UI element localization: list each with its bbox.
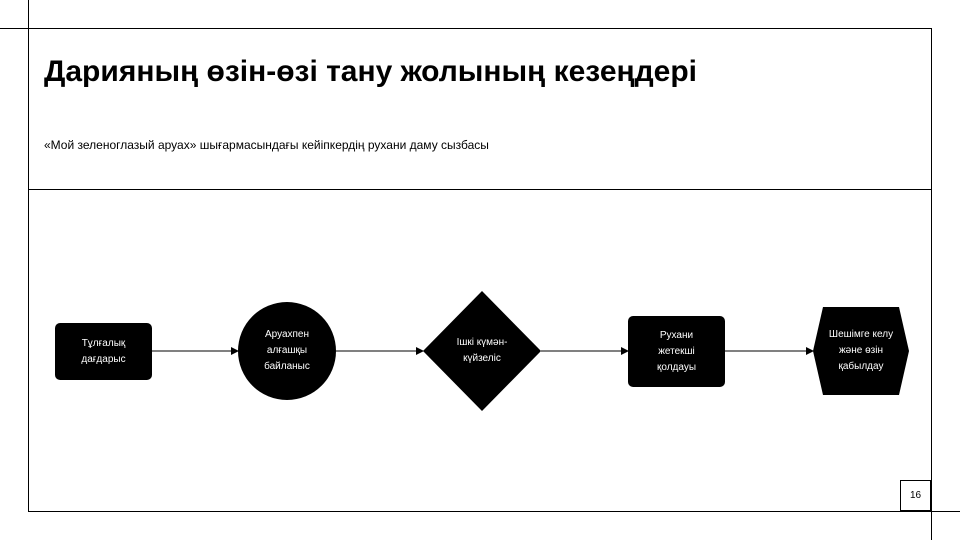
top-frame-line [0,28,931,29]
right-frame-line [931,28,932,540]
flow-node-5-label: Шешімге келу және өзін қабылдау [828,329,894,372]
slide-subtitle: «Мой зеленоглазый аруах» шығармасындағы … [44,138,489,152]
left-frame-line [28,0,29,512]
slide-title: Дарияның өзін-өзі тану жолының кезеңдері [44,55,698,88]
flow-node-5-hexagon [813,307,909,395]
flow-node-2-circle [238,302,336,400]
header-divider-line [28,189,931,190]
flow-node-1-label: Тұлғалық дағдарыс [81,337,126,365]
page-number: 16 [909,490,922,501]
flow-node-4-rounded-rectangle [628,316,725,387]
page-number-box: 16 [900,480,931,511]
flow-nodes [55,291,909,411]
flow-node-1-rounded-rectangle [55,323,152,380]
flow-node-4-label: Рухани жетекші қолдауы [656,329,697,373]
flow-node-2-label: Аруахпен алғашқы байланыс [264,329,310,372]
flow-node-3-diamond [423,291,541,411]
bottom-frame-line [28,511,960,512]
flow-node-3-label: Ішкі күмән- күйзеліс [456,337,508,364]
